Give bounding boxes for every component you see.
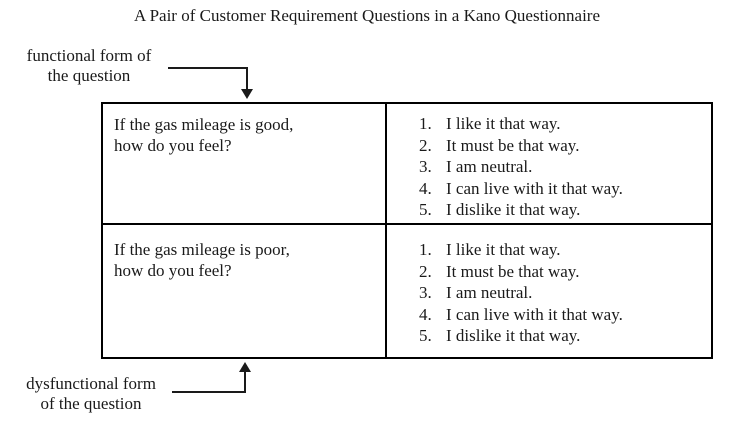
- option-text: I like it that way.: [446, 240, 561, 259]
- dysfunctional-options-cell: 1. I like it that way. 2. It must be tha…: [387, 225, 711, 357]
- up-arrowhead-icon: [239, 362, 251, 372]
- dysfunctional-form-label-line1: dysfunctional form: [26, 374, 156, 393]
- answer-option: 4. I can live with it that way.: [419, 304, 707, 326]
- option-text: It must be that way.: [446, 261, 580, 281]
- question-line: If the gas mileage is good,: [114, 115, 294, 134]
- answer-option: 5. I dislike it that way.: [419, 325, 707, 347]
- functional-arrow: [168, 67, 253, 99]
- kano-question-table: If the gas mileage is good, how do you f…: [101, 102, 713, 359]
- answer-option: 2. It must be that way.: [419, 261, 707, 283]
- option-number: 3.: [419, 283, 432, 303]
- option-number: 4.: [419, 178, 432, 198]
- option-text: I dislike it that way.: [446, 326, 581, 346]
- functional-options-cell: 1. I like it that way. 2. It must be tha…: [387, 104, 711, 225]
- option-text: I dislike it that way.: [446, 200, 581, 220]
- question-line: how do you feel?: [114, 261, 232, 280]
- question-line: how do you feel?: [114, 136, 232, 155]
- answer-option: 3. I am neutral.: [419, 282, 707, 304]
- answer-option: 5. I dislike it that way.: [419, 199, 707, 221]
- dysfunctional-question-cell: If the gas mileage is poor, how do you f…: [103, 225, 387, 357]
- option-text: I can live with it that way.: [446, 178, 623, 198]
- figure-title: A Pair of Customer Requirement Questions…: [134, 6, 600, 25]
- dysfunctional-form-label: dysfunctional form of the question: [4, 374, 178, 414]
- answer-option: 4. I can live with it that way.: [419, 178, 707, 200]
- option-text: I can live with it that way.: [446, 304, 623, 324]
- option-number: 5.: [419, 326, 432, 346]
- functional-form-label-line1: functional form of: [26, 46, 152, 65]
- functional-question-cell: If the gas mileage is good, how do you f…: [103, 104, 387, 225]
- answer-option: 3. I am neutral.: [419, 156, 707, 178]
- option-number: 1.: [419, 114, 432, 133]
- option-text: It must be that way.: [446, 135, 580, 155]
- answer-option: 1. I like it that way.: [419, 113, 707, 135]
- dysfunctional-arrow: [172, 362, 251, 393]
- down-arrowhead-icon: [241, 89, 253, 99]
- option-number: 4.: [419, 304, 432, 324]
- option-number: 1.: [419, 240, 432, 259]
- option-number: 5.: [419, 200, 432, 220]
- option-text: I like it that way.: [446, 114, 561, 133]
- dysfunctional-form-label-line2: of the question: [40, 394, 142, 413]
- option-text: I am neutral.: [446, 283, 533, 303]
- functional-form-label: functional form of the question: [8, 46, 170, 86]
- option-number: 2.: [419, 135, 432, 155]
- functional-form-label-line2: the question: [47, 66, 131, 85]
- answer-option: 1. I like it that way.: [419, 239, 707, 261]
- answer-option: 2. It must be that way.: [419, 135, 707, 157]
- option-text: I am neutral.: [446, 157, 533, 177]
- option-number: 3.: [419, 157, 432, 177]
- question-line: If the gas mileage is poor,: [114, 240, 290, 259]
- option-number: 2.: [419, 261, 432, 281]
